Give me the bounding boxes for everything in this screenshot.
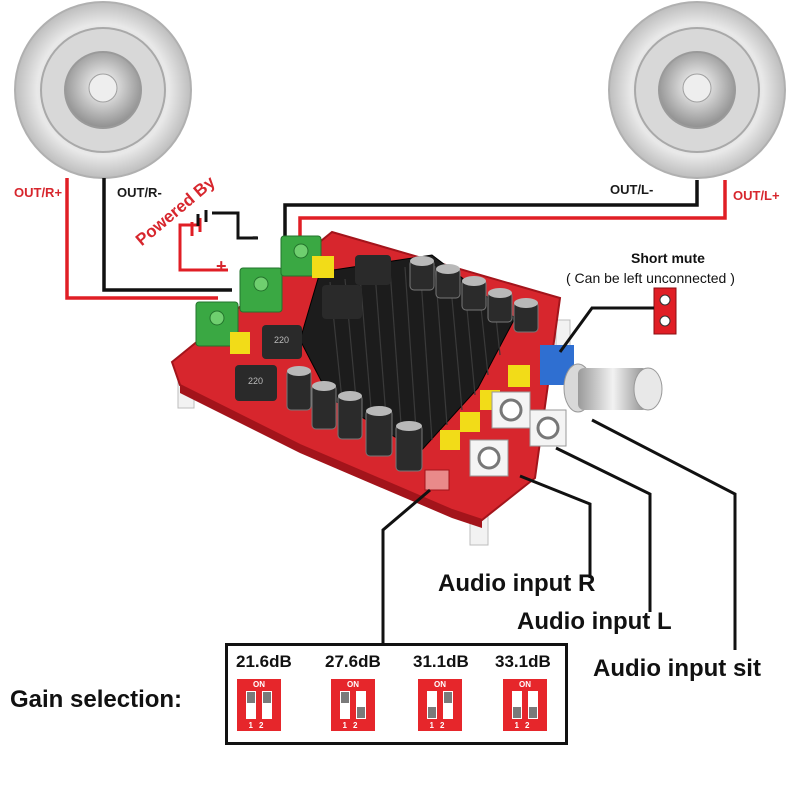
dip-switch-icon: ON 12 bbox=[418, 679, 462, 731]
dip-switch-icon: ON 12 bbox=[331, 679, 375, 731]
callout-lines bbox=[381, 306, 737, 650]
line-audio-sit bbox=[591, 418, 737, 650]
speaker-right-icon bbox=[608, 1, 786, 179]
output-wires bbox=[65, 178, 727, 300]
dip-slot-2 bbox=[262, 691, 272, 719]
dip-on-label: ON bbox=[253, 680, 265, 689]
dip-knob-1 bbox=[428, 707, 436, 718]
wire-out-l-plus bbox=[298, 180, 727, 245]
label-short-mute-note: ( Can be left unconnected ) bbox=[566, 270, 735, 286]
wire-out-r-plus bbox=[65, 178, 218, 300]
dip-knob-2 bbox=[444, 692, 452, 703]
label-out-r-minus: OUT/R- bbox=[117, 185, 162, 200]
line-audio-r bbox=[519, 474, 592, 578]
dip-on-label: ON bbox=[434, 680, 446, 689]
label-plus-sign: + bbox=[216, 256, 227, 276]
label-audio-input-l: Audio input L bbox=[517, 608, 672, 635]
dip-on-label: ON bbox=[347, 680, 359, 689]
gain-db-label: 21.6dB bbox=[236, 652, 292, 671]
dip-on-label: ON bbox=[519, 680, 531, 689]
power-supply-symbol bbox=[178, 210, 258, 272]
line-audio-l bbox=[555, 446, 652, 612]
dip-knob-1 bbox=[513, 707, 521, 718]
dip-knob-1 bbox=[247, 692, 255, 703]
gain-db-label: 27.6dB bbox=[325, 652, 381, 671]
inductor-marking: 220 bbox=[248, 376, 264, 386]
line-gain bbox=[381, 488, 431, 643]
label-out-r-plus: OUT/R+ bbox=[14, 185, 63, 200]
wire-out-l-minus bbox=[283, 180, 699, 240]
label-audio-input-r: Audio input R bbox=[438, 570, 596, 597]
inductor-marking: 220 bbox=[274, 335, 290, 345]
dip-slot-1 bbox=[246, 691, 256, 719]
dip-nums-label: 12 bbox=[429, 721, 451, 730]
dip-knob-1 bbox=[341, 692, 349, 703]
dip-knob-2 bbox=[529, 707, 537, 718]
label-audio-input-sit: Audio input sit bbox=[593, 655, 761, 682]
line-short-mute bbox=[558, 306, 654, 353]
dip-slot-2 bbox=[443, 691, 453, 719]
label-out-l-minus: OUT/L- bbox=[610, 182, 654, 197]
wire-out-r-minus bbox=[102, 178, 232, 292]
dip-slot-2 bbox=[528, 691, 538, 719]
dip-knob-2 bbox=[263, 692, 271, 703]
dip-nums-label: 12 bbox=[248, 721, 270, 730]
speaker-left-icon bbox=[14, 1, 192, 179]
dip-slot-1 bbox=[427, 691, 437, 719]
dip-switch-icon: ON 12 bbox=[503, 679, 547, 731]
label-out-l-plus: OUT/L+ bbox=[733, 188, 780, 203]
dip-knob-2 bbox=[357, 707, 365, 718]
dip-nums-label: 12 bbox=[514, 721, 536, 730]
label-minus-sign: - bbox=[252, 226, 258, 246]
dip-slot-2 bbox=[356, 691, 366, 719]
dip-nums-label: 12 bbox=[342, 721, 364, 730]
label-short-mute: Short mute bbox=[631, 250, 705, 266]
dip-slot-1 bbox=[340, 691, 350, 719]
dip-slot-1 bbox=[512, 691, 522, 719]
label-gain-selection: Gain selection: bbox=[10, 686, 183, 713]
gain-db-label: 33.1dB bbox=[495, 652, 551, 671]
amplifier-board bbox=[170, 230, 677, 546]
gain-db-label: 31.1dB bbox=[413, 652, 469, 671]
dip-switch-icon: ON 12 bbox=[237, 679, 281, 731]
